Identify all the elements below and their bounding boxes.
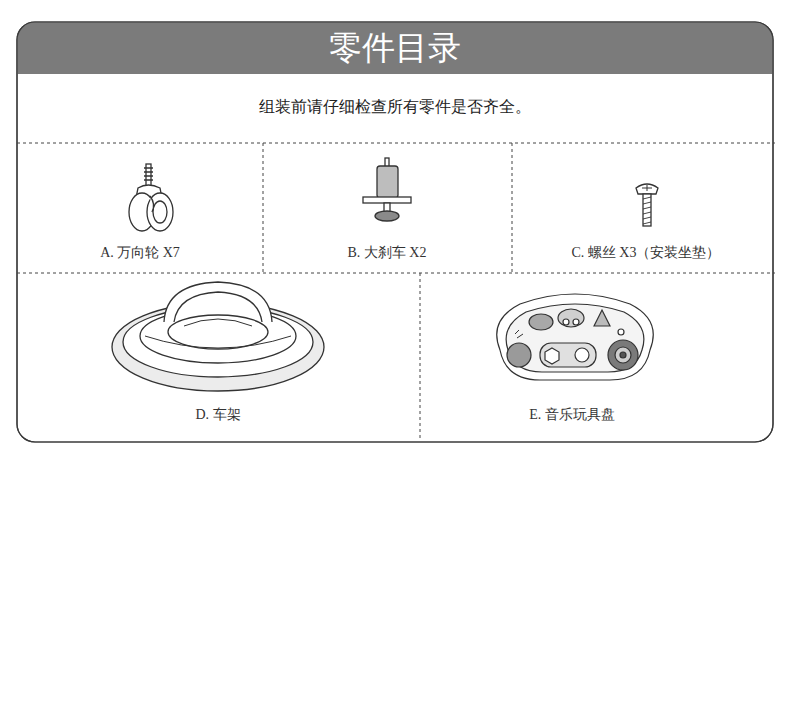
part-name: A. 万向轮 X7: [100, 244, 180, 262]
catalog-title: 零件目录: [329, 28, 461, 68]
music-toy-tray: [497, 294, 654, 380]
screw: [636, 184, 658, 226]
instruction-note: 组装前请仔细检查所有零件是否齐全。: [259, 97, 531, 117]
caster-wheel: [129, 164, 173, 231]
part-name: E. 音乐玩具盘: [529, 406, 615, 424]
title-band: [17, 22, 773, 74]
cell-dividers: [17, 143, 775, 440]
part-name: D. 车架: [195, 406, 240, 424]
brake: [363, 158, 411, 221]
walker-frame: [112, 282, 324, 391]
part-name: B. 大刹车 X2: [348, 244, 427, 262]
part-name: C. 螺丝 X3（安装坐垫）: [572, 244, 721, 262]
panel: [17, 22, 773, 442]
